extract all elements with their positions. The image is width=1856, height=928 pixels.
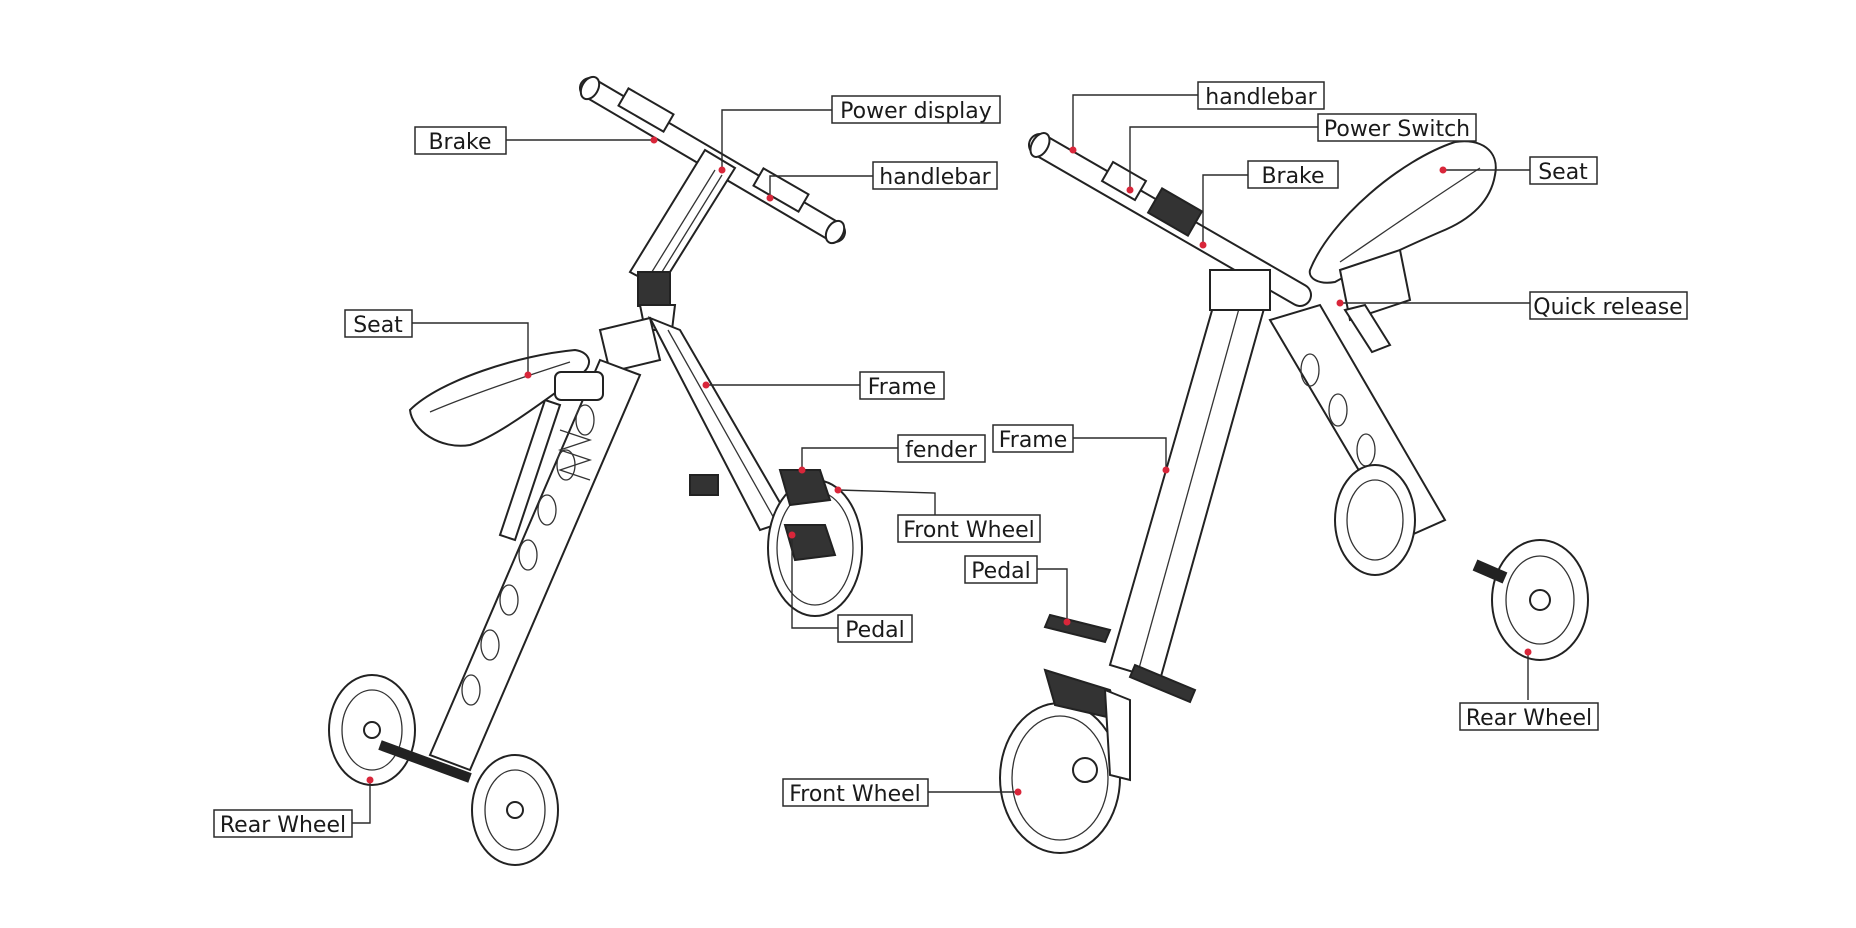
callout-right-front-wheel: Front Wheel	[782, 778, 1022, 807]
label-left-seat: Seat	[353, 313, 403, 338]
label-left-rear-wheel: Rear Wheel	[220, 813, 346, 838]
label-left-pedal: Pedal	[845, 618, 905, 643]
right-rear-wheels-part	[1334, 464, 1589, 661]
label-right-pedal: Pedal	[971, 559, 1031, 584]
left-seat-part	[408, 348, 604, 481]
left-frame-part	[598, 316, 792, 532]
callout-right-pedal: Pedal	[964, 555, 1071, 626]
callout-left-frame: Frame	[702, 371, 945, 400]
label-left-handlebar: handlebar	[879, 165, 991, 190]
left-stem-part	[628, 148, 737, 331]
left-rear-leg-part	[428, 358, 642, 772]
left-callouts: Brake Power display handlebar Seat Frame	[213, 95, 1041, 838]
callout-left-brake: Brake	[414, 126, 658, 155]
callout-right-seat: Seat	[1439, 156, 1598, 185]
callout-left-seat: Seat	[344, 309, 532, 379]
label-left-power-display: Power display	[840, 99, 992, 124]
right-scooter-illustration	[999, 132, 1589, 854]
label-right-quick-release: Quick release	[1533, 295, 1682, 320]
callout-left-handlebar: handlebar	[766, 161, 998, 202]
callout-right-frame: Frame	[992, 424, 1170, 474]
label-left-front-wheel: Front Wheel	[903, 518, 1035, 543]
label-right-power-switch: Power Switch	[1324, 117, 1470, 142]
right-pedals-part	[1043, 613, 1197, 704]
label-left-brake: Brake	[428, 130, 491, 155]
callout-right-quick-release: Quick release	[1336, 291, 1688, 320]
label-right-brake: Brake	[1261, 164, 1324, 189]
left-rear-wheels-part	[328, 674, 559, 866]
callout-right-rear-wheel: Rear Wheel	[1459, 648, 1599, 731]
left-scooter-illustration	[328, 75, 863, 866]
label-left-frame: Frame	[868, 375, 937, 400]
callout-left-rear-wheel: Rear Wheel	[213, 776, 374, 838]
label-right-rear-wheel: Rear Wheel	[1466, 706, 1592, 731]
label-right-handlebar: handlebar	[1205, 85, 1317, 110]
callout-left-front-wheel: Front Wheel	[834, 486, 1041, 543]
label-left-fender: fender	[905, 438, 978, 463]
right-callouts: handlebar Power Switch Brake Seat Quick …	[782, 81, 1688, 807]
callout-right-handlebar: handlebar	[1069, 81, 1325, 154]
callout-left-fender: fender	[798, 434, 986, 474]
right-front-wheel-part	[999, 668, 1131, 854]
callout-right-power-switch: Power Switch	[1126, 113, 1477, 194]
callout-left-power-display: Power display	[718, 95, 1001, 174]
label-right-front-wheel: Front Wheel	[789, 782, 921, 807]
callout-right-brake: Brake	[1199, 160, 1339, 249]
label-right-frame: Frame	[999, 428, 1068, 453]
label-right-seat: Seat	[1538, 160, 1588, 185]
callout-left-pedal: Pedal	[788, 531, 913, 643]
